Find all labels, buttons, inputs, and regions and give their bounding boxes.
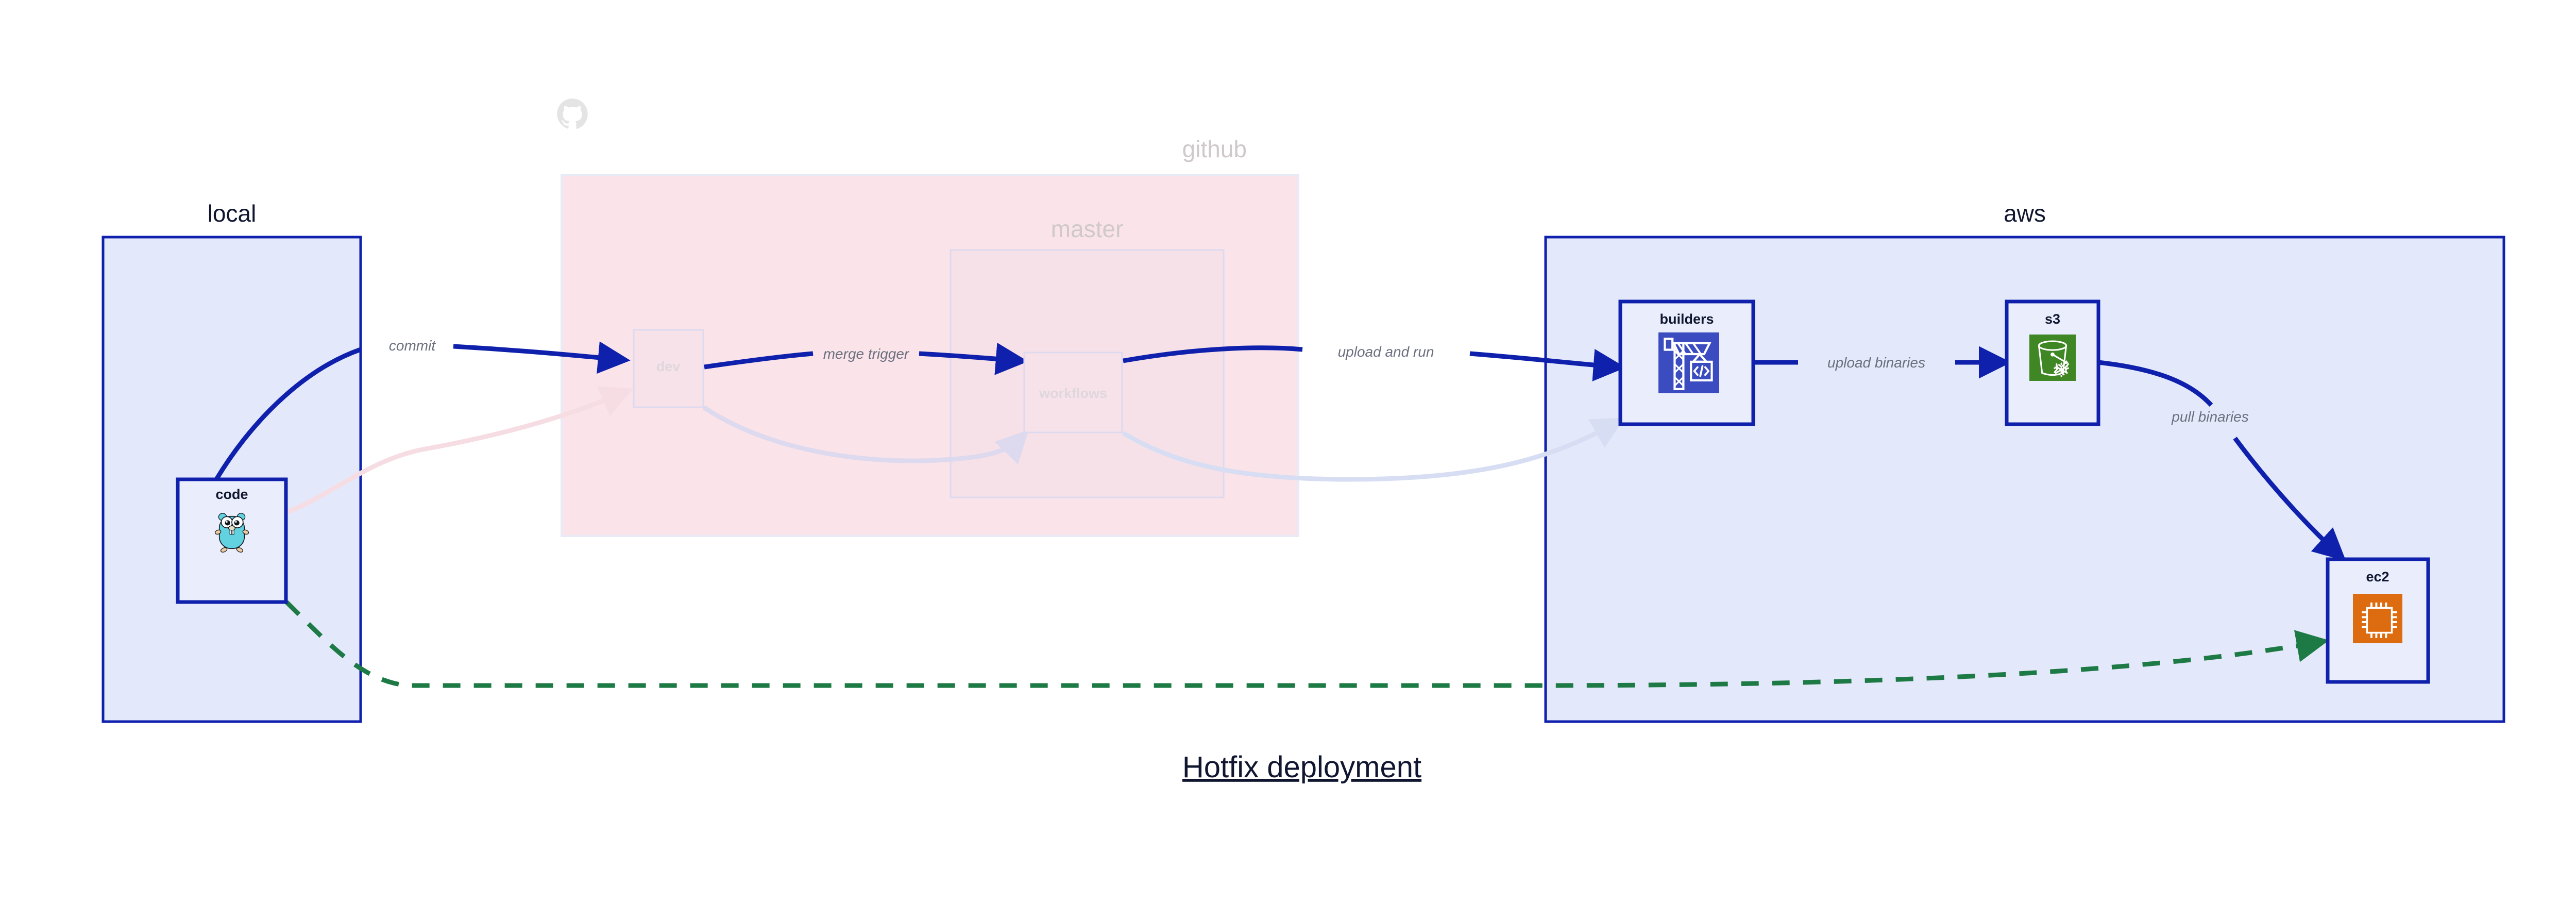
node-dev-label: dev	[656, 359, 681, 374]
node-dev-box[interactable]	[633, 329, 704, 408]
edge-builders-to-s3: upload binaries	[1753, 346, 2011, 379]
edge-workflows-to-builders-ghost	[1122, 417, 1625, 482]
edge-label-pull-binaries: pull binaries	[2171, 409, 2248, 425]
node-code-label: code	[215, 487, 248, 502]
node-workflows[interactable]: workflows	[1023, 352, 1123, 433]
node-workflows-label: workflows	[1039, 386, 1107, 401]
node-builders-label: builders	[1659, 311, 1714, 327]
cluster-local: local	[101, 200, 362, 723]
edge-code-to-dev: commit	[214, 338, 631, 481]
node-workflows-box[interactable]	[1023, 352, 1123, 433]
node-ec2[interactable]: ec2	[2326, 557, 2430, 684]
diagram-title-block: Hotfix deployment	[1182, 750, 1421, 784]
cluster-aws-label: aws	[2004, 200, 2046, 227]
builders-icon-background	[1658, 332, 1719, 393]
edge-label-merge-trigger: merge trigger	[823, 346, 910, 362]
node-s3-label: s3	[2045, 311, 2060, 327]
node-dev[interactable]: dev	[633, 329, 704, 408]
edge-dev-to-workflows-ghost	[702, 405, 1029, 464]
cluster-github-label: github	[1182, 136, 1247, 162]
edge-label-commit: commit	[389, 338, 436, 354]
edge-label-upload-binaries: upload binaries	[1827, 355, 1925, 371]
ec2-icon-background	[2353, 594, 2402, 643]
edge-dev-to-workflows: merge trigger	[704, 342, 1028, 375]
s3-icon-background	[2029, 335, 2076, 381]
github-octocat-icon	[557, 98, 588, 129]
edge-code-to-ec2-direct	[284, 600, 2329, 688]
edge-s3-to-ec2: pull binaries	[2098, 360, 2346, 561]
node-code[interactable]: code	[176, 477, 288, 604]
edge-label-upload-and-run: upload and run	[1338, 344, 1434, 360]
page-title: Hotfix deployment	[1182, 750, 1421, 784]
node-builders[interactable]: builders	[1618, 299, 1755, 426]
node-ec2-label: ec2	[2366, 569, 2389, 584]
node-s3[interactable]: s3	[2005, 299, 2100, 426]
edge-code-to-dev-ghost	[242, 386, 634, 523]
cluster-master-label: master	[1051, 215, 1124, 242]
edge-workflows-to-builders: upload and run	[1123, 344, 1626, 381]
cluster-local-label: local	[208, 200, 257, 227]
